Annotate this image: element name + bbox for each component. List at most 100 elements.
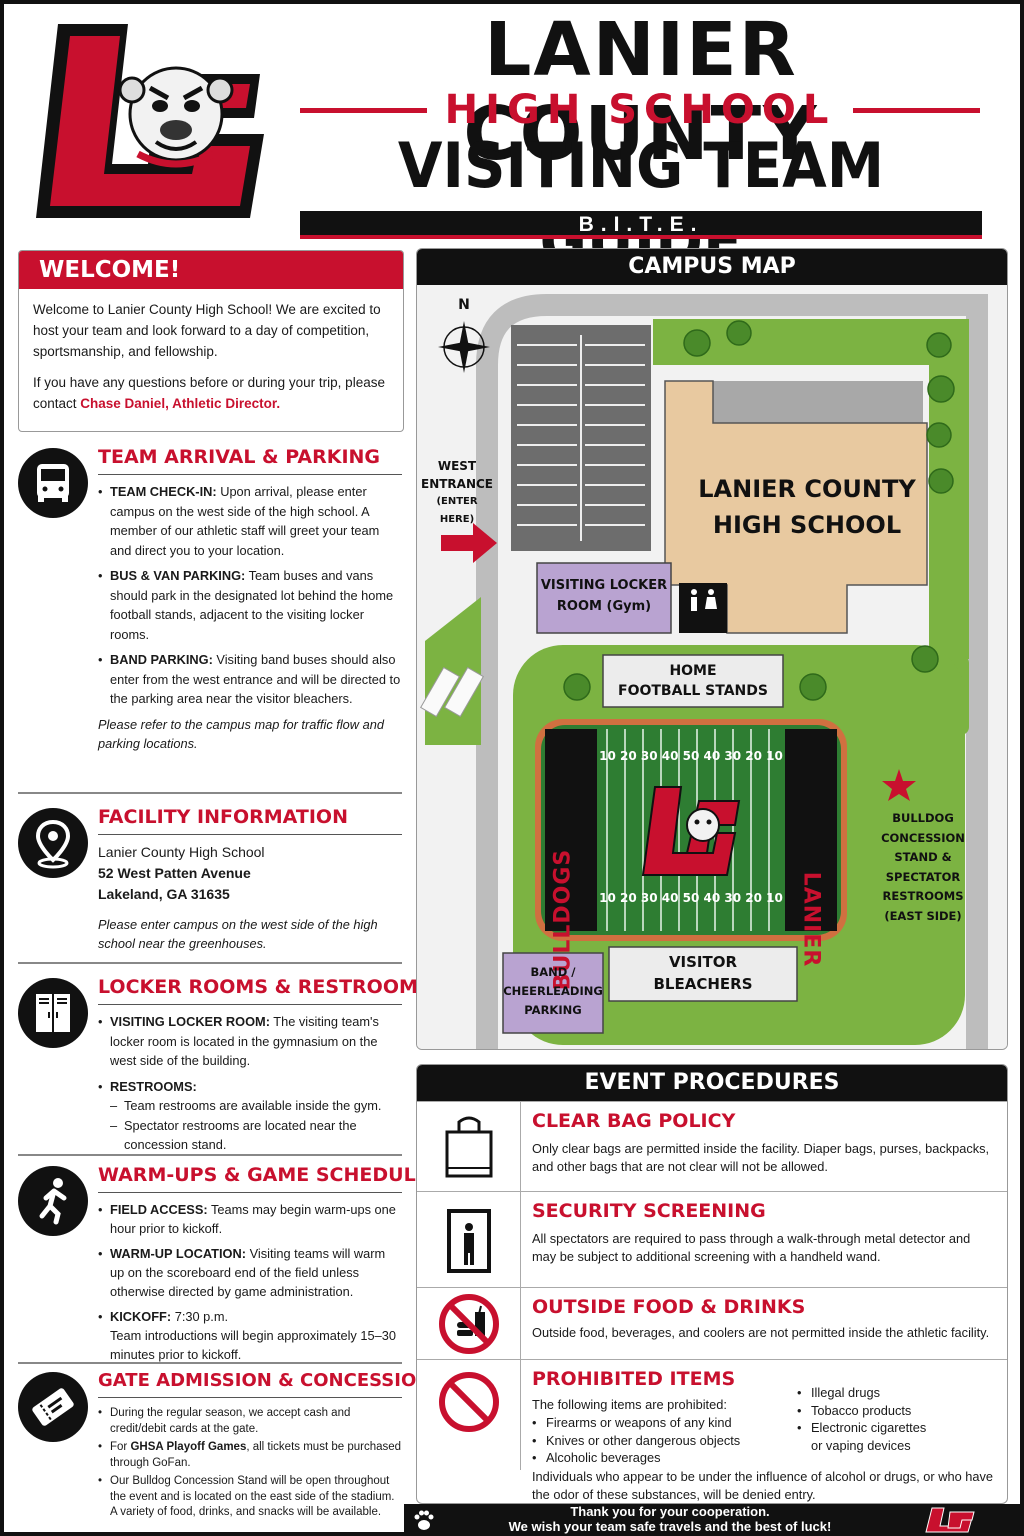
visitor-label-line: BLEACHERS (653, 975, 753, 993)
map-drawing (417, 285, 1007, 1049)
facility-city: Lakeland, GA 31635 (98, 886, 230, 902)
title-line1: LANIER COUNTY (463, 7, 819, 177)
visitor-bleachers-label: VISITOR BLEACHERS (609, 951, 797, 995)
school-building-label: LANIER COUNTY HIGH SCHOOL (697, 471, 917, 543)
event-row-food: OUTSIDE FOOD & DRINKS Outside food, beve… (417, 1287, 1007, 1359)
map-heading: CAMPUS MAP (417, 249, 1007, 285)
event-row-security: SECURITY SCREENING All spectators are re… (417, 1191, 1007, 1287)
arrival-item-label: BUS & VAN PARKING: (110, 568, 246, 583)
prohibited-item: Illegal drugs (797, 1384, 926, 1402)
lockers-body: VISITING LOCKER ROOM: The visiting team'… (98, 1012, 402, 1155)
ticket-icon (18, 1372, 88, 1442)
prohibited-icon (417, 1360, 521, 1470)
band-parking-label: BAND / CHEERLEADING PARKING (503, 963, 603, 1020)
facility-body: Lanier County High School 52 West Patten… (98, 842, 402, 953)
bag-text: Only clear bags are permitted inside the… (532, 1141, 990, 1174)
compass-north-label: N (458, 297, 470, 313)
gate-item: Our Bulldog Concession Stand will be ope… (98, 1474, 402, 1521)
contact-name: Chase Daniel, Athletic Director (80, 396, 277, 411)
prohibited-title: PROHIBITED ITEMS (532, 1368, 736, 1390)
prohibited-col2: Illegal drugs Tobacco products Electroni… (797, 1384, 926, 1454)
west-entrance-label: WEST ENTRANCE (ENTER HERE) (419, 457, 495, 529)
concession-label-line: RESTROOMS (882, 889, 964, 903)
warmups-item-access: FIELD ACCESS: Teams may begin warm-ups o… (98, 1200, 402, 1238)
lockers-heading: LOCKER ROOMS & RESTROOMS (98, 976, 432, 1005)
kickoff-time: 7:30 p.m. (171, 1309, 229, 1324)
visitor-label-line: VISITOR (668, 953, 738, 971)
no-food-icon (417, 1288, 521, 1359)
welcome-box: WELCOME! Welcome to Lanier County High S… (18, 250, 404, 432)
gate-item-suffix: , all tickets must be purchased through … (110, 1441, 402, 1469)
arrival-body: TEAM CHECK-IN: Upon arrival, please ente… (98, 482, 402, 754)
gate-body: During the regular season, we accept cas… (98, 1406, 402, 1521)
welcome-para1: Welcome to Lanier County High School! We… (33, 302, 381, 359)
locker-label-line: ROOM (Gym) (556, 599, 652, 614)
endzone-lanier-text: LANIER (798, 871, 824, 968)
locker-label-line: VISITING LOCKER (540, 578, 668, 593)
title-line2-row: HIGH SCHOOL (300, 87, 981, 133)
welcome-para2-prefix: If you have any questions before or duri… (33, 375, 385, 411)
event-procedures: EVENT PROCEDURES CLEAR BAG POLICY Only c… (416, 1064, 1008, 1504)
event-row-bag: CLEAR BAG POLICY Only clear bags are per… (417, 1101, 1007, 1191)
arrival-item-label: BAND PARKING: (110, 652, 213, 667)
tagline-banner: B.I.T.E. (300, 211, 982, 239)
facility-section: FACILITY INFORMATION Lanier County High … (18, 806, 402, 956)
band-label-line: PARKING (524, 1003, 582, 1017)
gate-heading: GATE ADMISSION & CONCESSIONS (98, 1370, 444, 1398)
kickoff-label: KICKOFF: (110, 1309, 172, 1324)
entrance-arrow-icon (441, 523, 497, 563)
title-line2: HIGH SCHOOL (444, 87, 836, 133)
warmups-item-label: WARM-UP LOCATION: (110, 1246, 247, 1261)
school-logo (36, 24, 264, 218)
bus-icon (18, 448, 88, 518)
welcome-para2: If you have any questions before or duri… (33, 372, 389, 414)
arrival-item-text: Team buses and vans should park in the d… (110, 568, 394, 642)
prohibited-item: Knives or other dangerous objects (532, 1432, 740, 1450)
security-title: SECURITY SCREENING (532, 1200, 766, 1222)
lockers-item-label: VISITING LOCKER ROOM: (110, 1014, 270, 1029)
food-title: OUTSIDE FOOD & DRINKS (532, 1296, 806, 1318)
arrival-section: TEAM ARRIVAL & PARKING TEAM CHECK-IN: Up… (18, 446, 402, 786)
lockers-subitem: Spectator restrooms are located near the… (98, 1116, 402, 1155)
event-row-prohibited: PROHIBITED ITEMS The following items are… (417, 1359, 1007, 1503)
prohibited-item: Alcoholic beverages (532, 1449, 740, 1467)
paw-icon (414, 1510, 434, 1530)
yard-numbers-bottom: 10 20 30 40 50 40 30 20 10 (599, 891, 783, 905)
arrival-item-checkin: TEAM CHECK-IN: Upon arrival, please ente… (98, 482, 402, 560)
home-label-line: FOOTBALL STANDS (618, 683, 768, 699)
kickoff-note: Team introductions will begin approximat… (110, 1328, 396, 1362)
home-label-line: HOME (669, 663, 717, 679)
gate-item-bold: GHSA Playoff Games (130, 1441, 247, 1453)
food-text: Outside food, beverages, and coolers are… (532, 1325, 990, 1340)
school-label-line: HIGH SCHOOL (712, 511, 902, 539)
clear-bag-icon (417, 1102, 521, 1191)
concession-label: BULLDOG CONCESSION STAND & SPECTATOR RES… (875, 809, 971, 926)
lockers-subitem: Team restrooms are available inside the … (98, 1096, 402, 1116)
concession-label-line: BULLDOG (892, 811, 954, 825)
gate-item-prefix: For (110, 1441, 131, 1453)
arrival-note: Please refer to the campus map for traff… (98, 716, 384, 752)
prohibited-intro: The following items are prohibited: (532, 1397, 727, 1412)
welcome-heading: WELCOME! (19, 251, 403, 289)
facility-note: Please enter campus on the west side of … (98, 917, 378, 951)
visiting-locker-label: VISITING LOCKER ROOM (Gym) (537, 575, 671, 617)
location-pin-icon (18, 808, 88, 878)
footer-line2: We wish your team safe travels and the b… (508, 1519, 832, 1534)
star-icon (882, 769, 916, 801)
warmups-item-kickoff: KICKOFF: 7:30 p.m. Team introductions wil… (98, 1307, 402, 1364)
metal-detector-icon (417, 1192, 521, 1287)
footer-text: Thank you for your cooperation. We wish … (440, 1504, 900, 1534)
band-label-line: CHEERLEADING (503, 984, 603, 998)
lockers-item-label: RESTROOMS: (110, 1078, 197, 1094)
divider (18, 962, 402, 964)
yard-numbers-top: 10 20 30 40 50 40 30 20 10 (599, 749, 783, 763)
prohibited-item: Electronic cigarettes (797, 1419, 926, 1437)
concession-label-line: STAND & (894, 850, 952, 864)
campus-map: CAMPUS MAP (416, 248, 1008, 1050)
facility-heading: FACILITY INFORMATION (98, 806, 402, 835)
arrival-item-text: Upon arrival, please enter campus on the… (110, 484, 380, 558)
home-stands-label: HOME FOOTBALL STANDS (603, 661, 783, 701)
lockers-item-text: The visiting team's locker room is locat… (110, 1014, 379, 1068)
bag-title: CLEAR BAG POLICY (532, 1110, 736, 1132)
lockers-item-visiting: VISITING LOCKER ROOM: The visiting team'… (98, 1012, 402, 1071)
